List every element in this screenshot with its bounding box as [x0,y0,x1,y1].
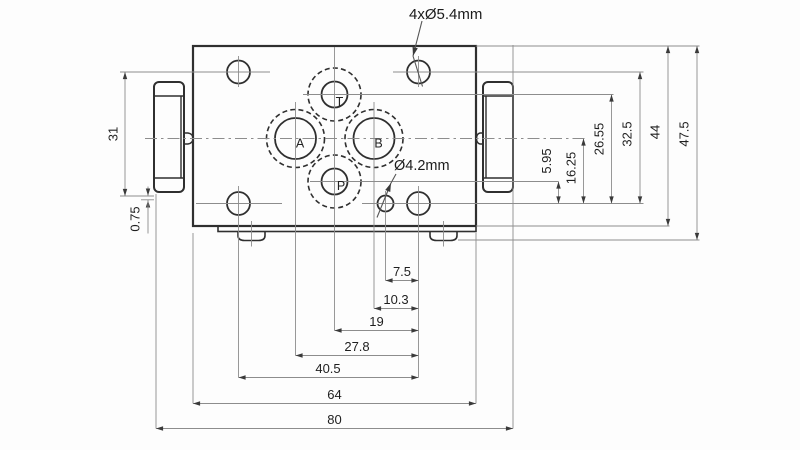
right-connector [475,81,514,193]
annotation-texts: 4xØ5.4mm Ø4.2mm [394,6,482,174]
dim-44-label: 44 [648,125,663,139]
dim-10-3-label: 10.3 [383,292,408,307]
mounting-holes-annotation: 4xØ5.4mm [409,6,482,23]
port-a-label: A [296,137,305,151]
dim-26-55-label: 26.55 [592,123,607,156]
small-hole-leader [376,182,392,218]
valve-body-outline [153,44,514,242]
dimension-lines [122,46,700,431]
extension-lines [120,45,700,429]
holes [226,59,431,216]
left-connector [153,81,194,193]
mounting-hole-leader [412,20,423,57]
dim-40-5-label: 40.5 [315,361,340,376]
dim-80-label: 80 [327,412,341,427]
dim-47-5-label: 47.5 [677,121,692,146]
port-p-label: P [337,179,345,193]
port-b-label: B [374,137,382,151]
dim-16-25-label: 16.25 [564,152,579,185]
small-hole-annotation: Ø4.2mm [394,158,450,174]
dim-31-label: 31 [106,127,121,141]
dim-0-75-label: 0.75 [128,206,143,231]
dim-64-label: 64 [327,387,341,402]
right-connector-body [482,81,514,193]
port-t-label: T [336,95,344,109]
mounting-hole-leader-tail [412,55,424,87]
dim-32-5-label: 32.5 [620,121,635,146]
dim-5-95-label: 5.95 [539,148,554,173]
dim-27-8-label: 27.8 [344,339,369,354]
dimension-labels: 7.5 10.3 19 27.8 40.5 64 80 5.95 16.25 2… [106,121,692,427]
small-hole-leader-tail [390,173,397,184]
leader-lines [376,20,424,218]
dim-7-5-label: 7.5 [393,264,411,279]
dim-19-label: 19 [369,314,383,329]
right-connector-cap-lines [483,95,513,179]
left-connector-body [153,81,185,193]
port-labels: A B T P [296,95,383,193]
left-connector-cap-lines [154,95,184,179]
bottom-strip [217,225,477,233]
